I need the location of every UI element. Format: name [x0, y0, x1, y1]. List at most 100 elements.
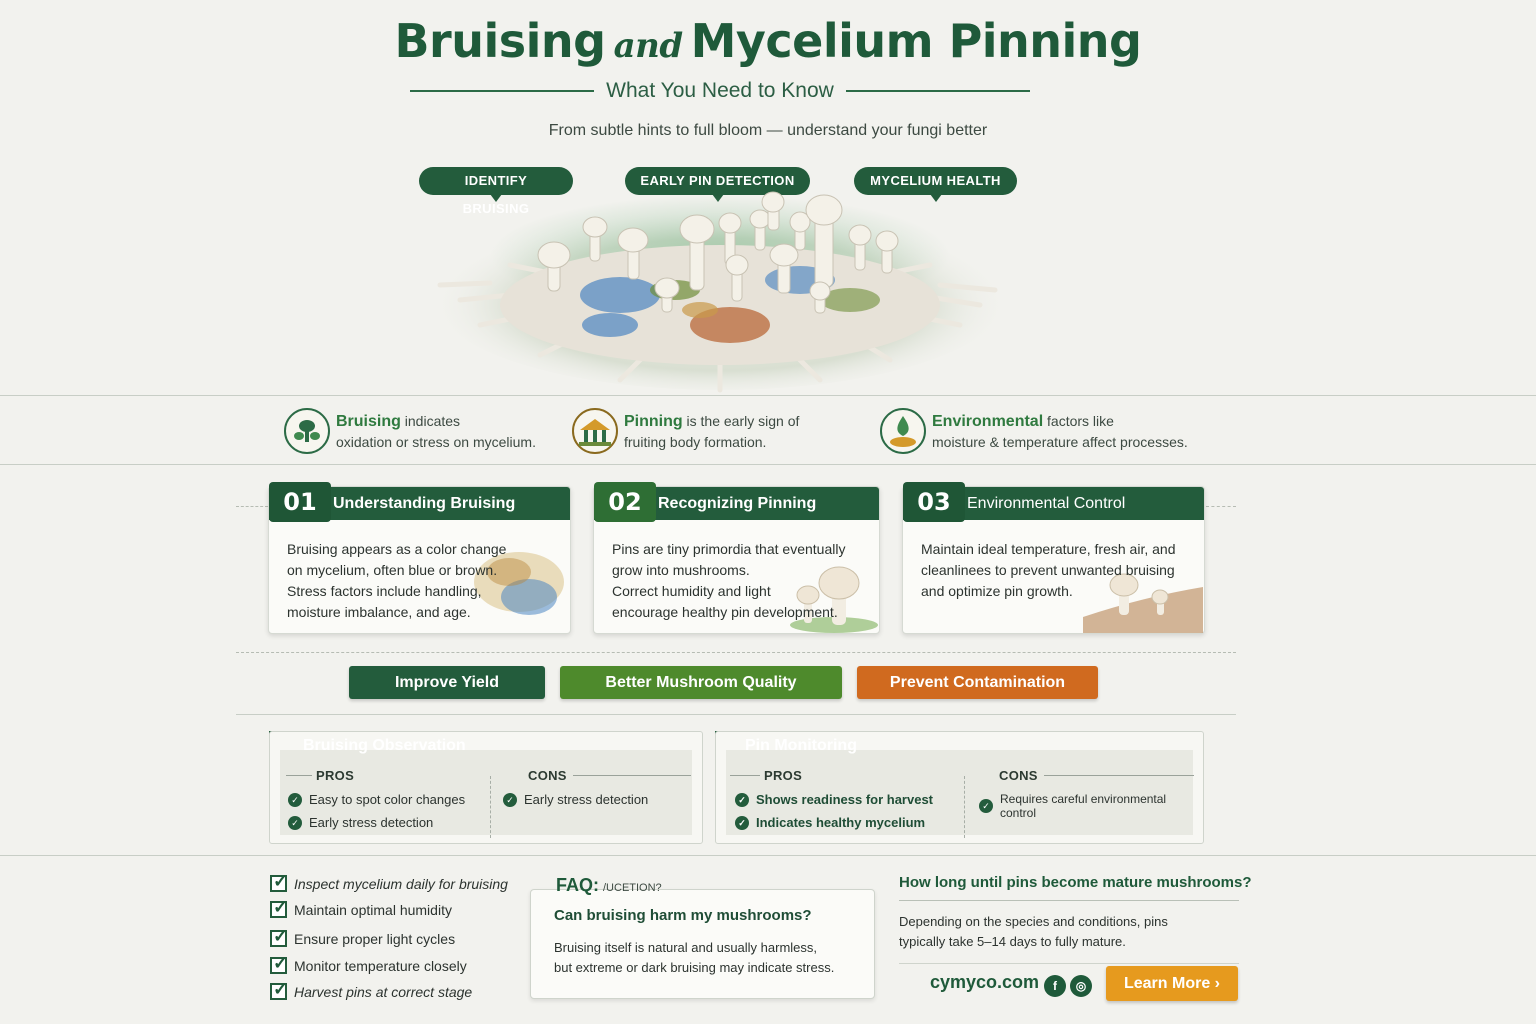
better-mushroom-quality-button[interactable]: Better Mushroom Quality [560, 666, 842, 699]
facebook-icon[interactable]: f [1044, 975, 1066, 997]
panel-inner [726, 750, 1193, 835]
section-divider [236, 714, 1236, 715]
panel-pin-monitoring: Pin Monitoring PROS CONS ✓Shows readines… [715, 731, 1204, 844]
card-body: Bruising appears as a color change on my… [287, 539, 556, 623]
title-and: and [613, 26, 684, 66]
site-link[interactable]: cymyco.com [930, 972, 1040, 992]
info-pinning-bold: Pinning [624, 412, 683, 430]
cons-heading: CONS [999, 768, 1194, 783]
faq-answer-2-line: Depending on the species and conditions,… [899, 914, 1168, 929]
hero-tag-identify-bruising: IDENTIFY BRUISING [419, 167, 573, 216]
info-bruising: Bruising indicates oxidation or stress o… [284, 403, 536, 459]
checklist-text: Ensure proper light cycles [294, 930, 456, 947]
instagram-icon[interactable]: ◎ [1070, 975, 1092, 997]
faq-label-text: FAQ: [556, 875, 599, 895]
pro-item: ✓Indicates healthy mycelium [735, 815, 925, 830]
card-body-line: grow into mushrooms. [612, 562, 750, 578]
card-body-line: on mycelium, often blue or brown. [287, 562, 498, 578]
checklist-text: Inspect mycelium daily for bruising [294, 875, 508, 892]
footer-rule [899, 963, 1239, 964]
info-environmental-line1: factors like [1043, 412, 1114, 429]
improve-yield-button[interactable]: Improve Yield [349, 666, 545, 699]
page-subtitle: What You Need to Know [606, 79, 834, 102]
con-item: ✓Early stress detection [503, 792, 648, 807]
faq-answer-line: but extreme or dark bruising may indicat… [554, 960, 835, 975]
checklist-text: Harvest pins at correct stage [294, 983, 473, 1000]
con-item-text: Early stress detection [524, 792, 649, 807]
pro-item-text: Indicates healthy mycelium [756, 815, 926, 830]
panel-title-text: Bruising Observation [303, 737, 466, 754]
faq-answer-2-line: typically take 5–14 days to fully mature… [899, 934, 1126, 949]
check-icon: ✓ [288, 815, 302, 830]
panel-title: Bruising Observation [269, 731, 513, 761]
card-recognizing-pinning: 02 Recognizing Pinning Pins are tiny pri… [593, 482, 880, 634]
bruising-stain-art [474, 552, 564, 615]
checkbox-icon[interactable] [270, 953, 288, 974]
prevent-contamination-button[interactable]: Prevent Contamination [857, 666, 1098, 699]
cons-heading: CONS [528, 768, 691, 783]
card-number: 01 [269, 482, 331, 522]
faq-answer-2: Depending on the species and conditions,… [899, 912, 1229, 952]
info-environmental-line2: moisture & temperature affect processes. [932, 433, 1188, 450]
faq-answer-line: Bruising itself is natural and usually h… [554, 940, 818, 955]
card-number: 03 [903, 482, 965, 522]
pro-item: ✓Early stress detection [288, 815, 433, 830]
card-body-line: Maintain ideal temperature, fresh air, a… [921, 541, 1176, 557]
card-understanding-bruising: 01 Understanding Bruising Bruising appea… [268, 482, 571, 634]
mushroom-pins-art [790, 566, 878, 633]
checklist-item[interactable]: Ensure proper light cycles [270, 926, 456, 947]
pros-heading: PROS [286, 768, 354, 783]
faq-answer: Bruising itself is natural and usually h… [554, 938, 864, 978]
pro-item: ✓Shows readiness for harvest [735, 792, 933, 807]
learn-more-button[interactable]: Learn More › [1106, 966, 1238, 1001]
info-bruising-line1: indicates [400, 412, 461, 429]
card-title: Recognizing Pinning [658, 495, 817, 512]
card-body-line: Stress factors include handling, [287, 583, 482, 599]
faq-question: Can bruising harm my mushrooms? [554, 907, 812, 924]
checkbox-icon[interactable] [270, 979, 288, 1000]
checklist-item[interactable]: Inspect mycelium daily for bruising [270, 871, 508, 892]
checkbox-icon[interactable] [270, 926, 288, 947]
subtitle-rule-left [410, 90, 595, 92]
title-part-2: Mycelium Pinning [690, 14, 1142, 68]
card-body-line: and optimize pin growth. [921, 583, 1073, 599]
faq-question-2: How long until pins become mature mushro… [899, 874, 1252, 891]
panel-inner [280, 750, 692, 835]
dashed-guide-left [236, 506, 268, 507]
checklist-item[interactable]: Monitor temperature closely [270, 953, 467, 974]
info-bruising-text: Bruising indicates oxidation or stress o… [336, 411, 536, 452]
dashed-divider [236, 652, 1236, 653]
mushroom-soil-art [1083, 573, 1203, 633]
card-title: Environmental Control [967, 495, 1126, 512]
checklist-item[interactable]: Harvest pins at correct stage [270, 979, 473, 1000]
card-body-line: encourage healthy pin development. [612, 604, 838, 620]
pro-item: ✓Easy to spot color changes [288, 792, 465, 807]
info-pinning-text: Pinning is the early sign of fruiting bo… [624, 411, 799, 452]
info-environmental-text: Environmental factors like moisture & te… [932, 411, 1188, 452]
card-body-line: moisture imbalance, and age. [287, 604, 471, 620]
checkbox-icon[interactable] [270, 897, 288, 918]
card-body-line: Correct humidity and light [612, 583, 771, 599]
info-pinning: Pinning is the early sign of fruiting bo… [572, 403, 799, 459]
check-icon: ✓ [979, 799, 993, 813]
title-part-1: Bruising [394, 14, 606, 68]
cons-label: CONS [528, 768, 567, 783]
checklist-item[interactable]: Maintain optimal humidity [270, 897, 452, 918]
dashed-guide-right [1206, 506, 1236, 507]
card-body-line: Pins are tiny primordia that eventually [612, 541, 846, 557]
info-strip [0, 395, 1536, 465]
checkbox-icon[interactable] [270, 871, 288, 892]
hero-tag-early-pin-detection: EARLY PIN DETECTION [625, 167, 810, 195]
pros-label: PROS [316, 768, 355, 783]
check-icon: ✓ [288, 792, 302, 807]
leaf-drop-icon [880, 408, 926, 454]
pros-label: PROS [764, 768, 803, 783]
info-pinning-line2: fruiting body formation. [624, 433, 767, 450]
panel-bruising-observation: Bruising Observation PROS CONS ✓Easy to … [269, 731, 703, 844]
subtitle-rule-right [845, 90, 1031, 92]
con-item: ✓Requires careful environmental control [979, 792, 1203, 820]
mycelium-illustration [430, 191, 1010, 393]
pinning-icon [572, 408, 618, 454]
info-environmental-bold: Environmental [932, 412, 1044, 430]
